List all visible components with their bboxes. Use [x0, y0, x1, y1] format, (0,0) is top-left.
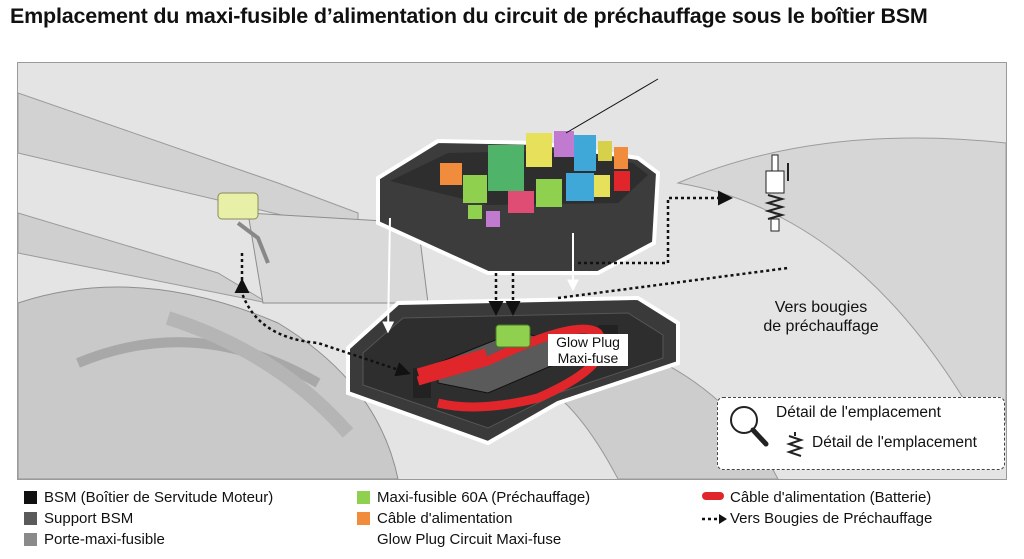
- page-title: Emplacement du maxi-fusible d’alimentati…: [10, 4, 928, 28]
- callout-line: [565, 78, 659, 134]
- legend-item-maxi-fuse: Maxi-fusible 60A (Préchauffage): [357, 487, 590, 508]
- legend-line-swatch: [702, 492, 724, 500]
- legend-swatch: [24, 533, 37, 546]
- legend-column-2: Maxi-fusible 60A (Préchauffage) Câble d'…: [357, 487, 590, 550]
- legend-item-battery-cable: Câble d'alimentation (Batterie): [702, 487, 932, 508]
- coil-spring-icon: [786, 432, 805, 457]
- detail-line-2: Détail de l'emplacement: [812, 434, 977, 451]
- bsm-box: [376, 131, 661, 275]
- legend-item-support: Support BSM: [24, 508, 273, 529]
- fuse-callout-line1: Glow Plug: [556, 334, 620, 350]
- legend-item-glow-plugs: Vers Bougies de Préchauffage: [702, 508, 932, 529]
- glow-plug-label: Vers bougies de préchauffage: [754, 298, 888, 336]
- glow-plug-icon: [764, 154, 789, 232]
- legend-item-bsm: BSM (Boîtier de Servitude Moteur): [24, 487, 273, 508]
- glow-plug-label-line2: de préchauffage: [763, 318, 879, 335]
- legend-swatch: [357, 512, 370, 525]
- magnifier-icon: [730, 406, 769, 447]
- legend-item-supply-cable: Câble d'alimentation: [357, 508, 590, 529]
- fuse-and-relay-cluster: [440, 131, 630, 227]
- location-detail-box: Détail de l'emplacement Détail de l'empl…: [717, 397, 1005, 470]
- fuse-callout-label: Glow Plug Maxi-fuse: [548, 334, 628, 366]
- legend-swatch: [24, 491, 37, 504]
- fuse-callout-line2: Maxi-fuse: [557, 350, 619, 366]
- dotted-routing-arrows: [234, 190, 789, 377]
- legend-swatch: [24, 512, 37, 525]
- legend-item-supply-cable-continuation: Glow Plug Circuit Maxi-fuse: [377, 531, 562, 548]
- legend-swatch: [357, 491, 370, 504]
- legend-item-fuse-holder: Porte-maxi-fusible: [24, 529, 273, 550]
- dotted-arrow-icon: [702, 514, 727, 524]
- legend-column-1: BSM (Boîtier de Servitude Moteur) Suppor…: [24, 487, 273, 550]
- detail-line-1: Détail de l'emplacement: [776, 404, 941, 421]
- legend-column-3: Câble d'alimentation (Batterie) Vers Bou…: [702, 487, 932, 529]
- glow-plug-label-line1: Vers bougies: [774, 299, 868, 316]
